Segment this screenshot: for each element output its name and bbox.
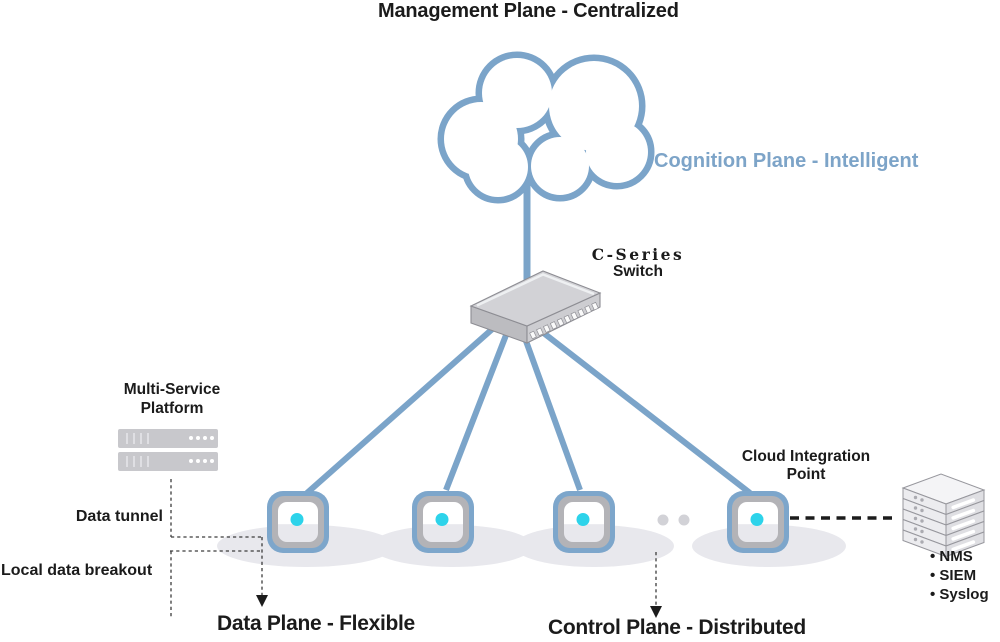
control-plane-arrow [650,552,662,618]
ellipsis-dots [657,514,690,526]
cloud-icon [437,51,655,204]
access-point-icon-1 [267,491,329,553]
switch-label: C-Series Switch [568,245,708,281]
switch-series-label: C-Series [591,245,685,264]
rack-server-icon-top [118,429,218,448]
server-stack-icon [901,473,986,558]
server-bullet-list: • NMS • SIEM • Syslog [930,548,989,605]
link-line-ap4 [530,321,752,496]
switch-icon [469,270,602,344]
access-point-icon-2 [412,491,474,553]
bullet-syslog: • Syslog [930,585,989,603]
link-line-ap1 [305,321,500,496]
rack-server-icons [118,429,218,471]
bullet-siem: • SIEM [930,566,977,584]
switch-ap-link-lines [305,321,752,496]
local-data-breakout-label: Local data breakout [1,562,153,579]
link-line-ap2 [443,328,511,492]
switch-type-label: Switch [613,263,663,280]
data-plane-label: Data Plane - Flexible [217,612,415,635]
link-line-ap3 [519,328,583,492]
bullet-nms: • NMS [930,548,973,565]
page-title: Management Plane - Centralized [378,0,679,22]
rack-server-icon-bottom [118,452,218,471]
access-point-icon-4 [727,491,789,553]
data-plane-arrow [256,537,268,607]
control-plane-label: Control Plane - Distributed [548,616,806,639]
multi-service-platform-label: Multi-Service Platform [123,381,221,417]
cloud-integration-point-label: Cloud Integration Point [741,448,871,484]
data-tunnel-label: Data tunnel [75,508,163,525]
cognition-plane-label: Cognition Plane - Intelligent [654,150,919,172]
access-point-icon-3 [553,491,615,553]
local-breakout-line [170,550,262,619]
data-tunnel-line [170,479,262,538]
